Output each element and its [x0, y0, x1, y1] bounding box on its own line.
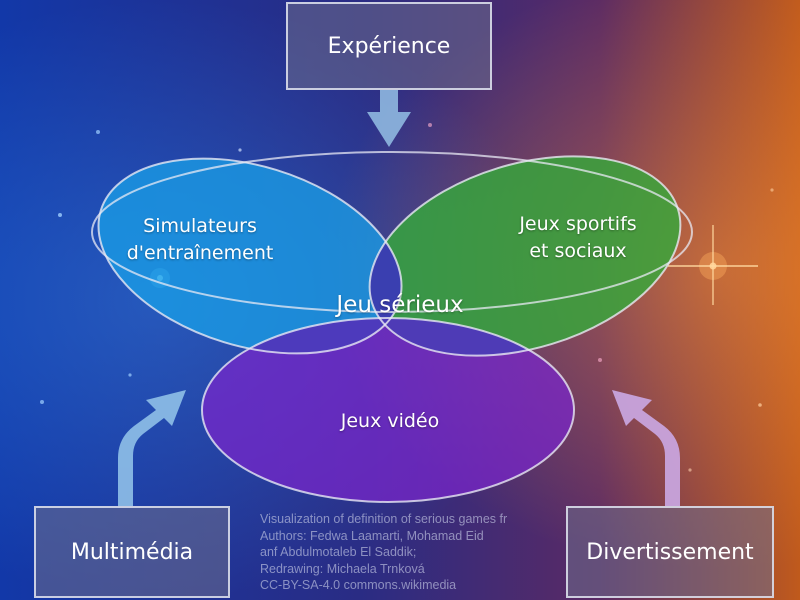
sparkle	[238, 148, 242, 152]
arrow-up-left-icon	[118, 390, 186, 506]
multimedia-box: Multimédia	[34, 506, 230, 598]
credit-line: Authors: Fedwa Laamarti, Mohamad Eid	[260, 528, 484, 543]
multimedia-label: Multimédia	[70, 539, 194, 565]
ellipse-video-fill	[202, 318, 574, 502]
video-games-label: Jeux vidéo	[340, 410, 440, 432]
experience-box: Expérience	[286, 2, 492, 90]
outline-ellipse-left	[97, 157, 403, 355]
sparkle	[712, 225, 714, 305]
divertissement-label: Divertissement	[586, 539, 754, 565]
credit-line: CC-BY-SA-4.0 commons.wikimedia	[260, 578, 457, 592]
sparkle	[770, 188, 774, 192]
sparkle	[598, 358, 602, 362]
sparkle	[128, 373, 132, 377]
ellipse-simulateurs-fill	[98, 158, 402, 354]
simulateurs-label: Simulateurs d'entraînement	[126, 215, 274, 264]
credit-line: Redrawing: Michaela Trnková	[260, 561, 425, 576]
outline-ellipse-right	[368, 155, 682, 357]
experience-label: Expérience	[327, 33, 451, 59]
arrow-down-icon	[367, 90, 411, 147]
sparkle	[96, 130, 100, 134]
sparkle	[428, 123, 432, 127]
sparkle	[758, 403, 762, 407]
credit-text: Visualization of definition of serious g…	[260, 511, 560, 594]
credit-line: anf Abdulmotaleb El Saddik;	[260, 545, 417, 559]
sportifs-label: Jeux sportifs et sociaux	[519, 213, 637, 262]
ellipse-sportifs-fill	[369, 156, 681, 356]
sparkle	[688, 468, 692, 472]
serious-game-label: Jeu sérieux	[336, 292, 464, 318]
sparkle	[40, 400, 44, 404]
sparkle	[58, 213, 62, 217]
outline-ellipse-wide	[91, 151, 693, 313]
divertissement-box: Divertissement	[566, 506, 774, 598]
credit-line: Visualization of definition of serious g…	[260, 512, 508, 526]
arrow-up-right-icon	[612, 390, 680, 506]
outline-ellipse-bottom	[201, 317, 575, 503]
